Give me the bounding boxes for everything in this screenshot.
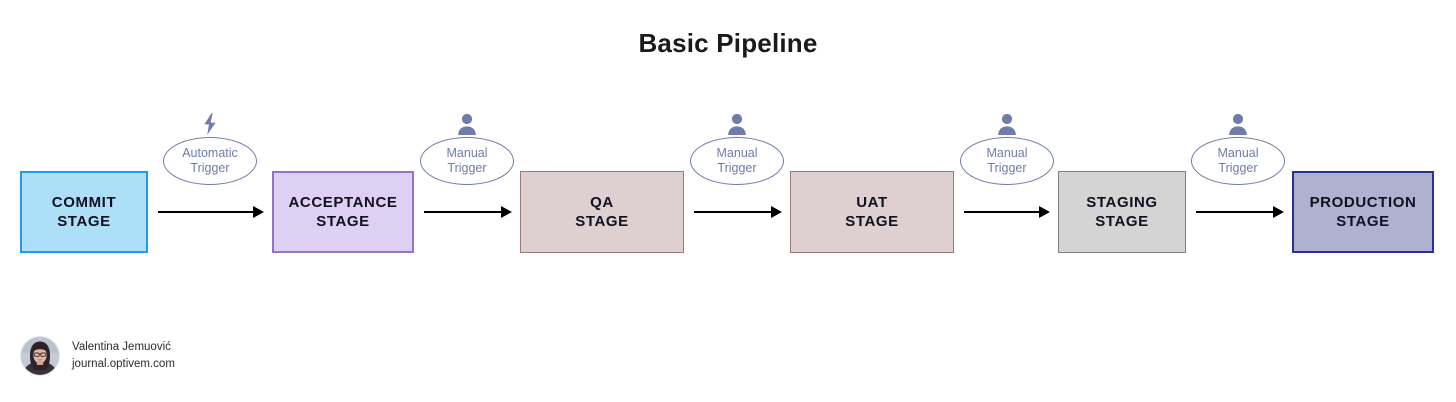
- stage-label-line2: STAGE: [1336, 213, 1390, 230]
- stage-label-line2: STAGE: [845, 213, 899, 230]
- stage-box-qa[interactable]: QA STAGE: [520, 171, 684, 253]
- trigger-automatic-1: Automatic Trigger: [163, 110, 257, 185]
- stage-label-line1: ACCEPTANCE: [288, 193, 398, 211]
- stage-label-line1: COMMIT: [51, 193, 117, 211]
- arrow-head: [1039, 206, 1050, 218]
- arrow-head: [1273, 206, 1284, 218]
- stage-box-acceptance[interactable]: ACCEPTANCE STAGE: [272, 171, 414, 253]
- stage-label-line2: STAGE: [57, 213, 111, 230]
- trigger-label-line1: Manual: [986, 145, 1028, 160]
- stage-label-line2: STAGE: [1095, 213, 1149, 230]
- trigger-label-line2: Trigger: [1218, 161, 1258, 175]
- author-name: Valentina Jemuović: [72, 341, 171, 354]
- arrow-acceptance-to-qa: [424, 206, 512, 218]
- stage-label-line1: STAGING: [1086, 193, 1158, 211]
- trigger-label-line2: Trigger: [987, 161, 1027, 175]
- arrow-uat-to-staging: [964, 206, 1050, 218]
- trigger-bubble: Manual Trigger: [960, 137, 1054, 185]
- lightning-bolt-icon: [201, 110, 219, 136]
- stage-label-line1: PRODUCTION: [1309, 193, 1417, 211]
- trigger-label-line1: Automatic: [182, 145, 238, 160]
- trigger-manual-3: Manual Trigger: [690, 110, 784, 185]
- arrow-staging-to-production: [1196, 206, 1284, 218]
- trigger-label-line2: Trigger: [717, 161, 757, 175]
- stage-label-line2: STAGE: [575, 213, 629, 230]
- arrow-shaft: [158, 211, 253, 214]
- stage-label-line2: STAGE: [316, 213, 370, 230]
- stage-box-uat[interactable]: UAT STAGE: [790, 171, 954, 253]
- stage-label-line1: QA: [590, 193, 614, 211]
- arrow-shaft: [424, 211, 501, 214]
- trigger-bubble: Automatic Trigger: [163, 137, 257, 185]
- arrow-commit-to-acceptance: [158, 206, 264, 218]
- trigger-label-line1: Manual: [1217, 145, 1259, 160]
- arrow-shaft: [964, 211, 1039, 214]
- person-icon: [456, 110, 478, 136]
- stage-box-staging[interactable]: STAGING STAGE: [1058, 171, 1186, 253]
- trigger-label-line1: Manual: [446, 145, 488, 160]
- arrow-head: [253, 206, 264, 218]
- arrow-shaft: [1196, 211, 1273, 214]
- trigger-manual-5: Manual Trigger: [1191, 110, 1285, 185]
- trigger-bubble: Manual Trigger: [420, 137, 514, 185]
- arrow-head: [501, 206, 512, 218]
- arrow-head: [771, 206, 782, 218]
- stage-label-line1: UAT: [856, 193, 888, 211]
- stage-box-commit[interactable]: COMMIT STAGE: [20, 171, 148, 253]
- trigger-bubble: Manual Trigger: [690, 137, 784, 185]
- trigger-bubble: Manual Trigger: [1191, 137, 1285, 185]
- author-credit: Valentina Jemuović journal.optivem.com: [20, 336, 175, 376]
- person-icon: [1227, 110, 1249, 136]
- arrow-qa-to-uat: [694, 206, 782, 218]
- trigger-label-line2: Trigger: [447, 161, 487, 175]
- person-icon: [726, 110, 748, 136]
- person-icon: [996, 110, 1018, 136]
- stage-box-production[interactable]: PRODUCTION STAGE: [1292, 171, 1434, 253]
- trigger-label-line1: Manual: [716, 145, 758, 160]
- credit-text: Valentina Jemuović journal.optivem.com: [72, 339, 175, 372]
- trigger-manual-2: Manual Trigger: [420, 110, 514, 185]
- author-site[interactable]: journal.optivem.com: [72, 358, 175, 370]
- trigger-manual-4: Manual Trigger: [960, 110, 1054, 185]
- trigger-label-line2: Trigger: [190, 161, 230, 175]
- avatar: [20, 336, 60, 376]
- arrow-shaft: [694, 211, 771, 214]
- diagram-title: Basic Pipeline: [638, 28, 818, 58]
